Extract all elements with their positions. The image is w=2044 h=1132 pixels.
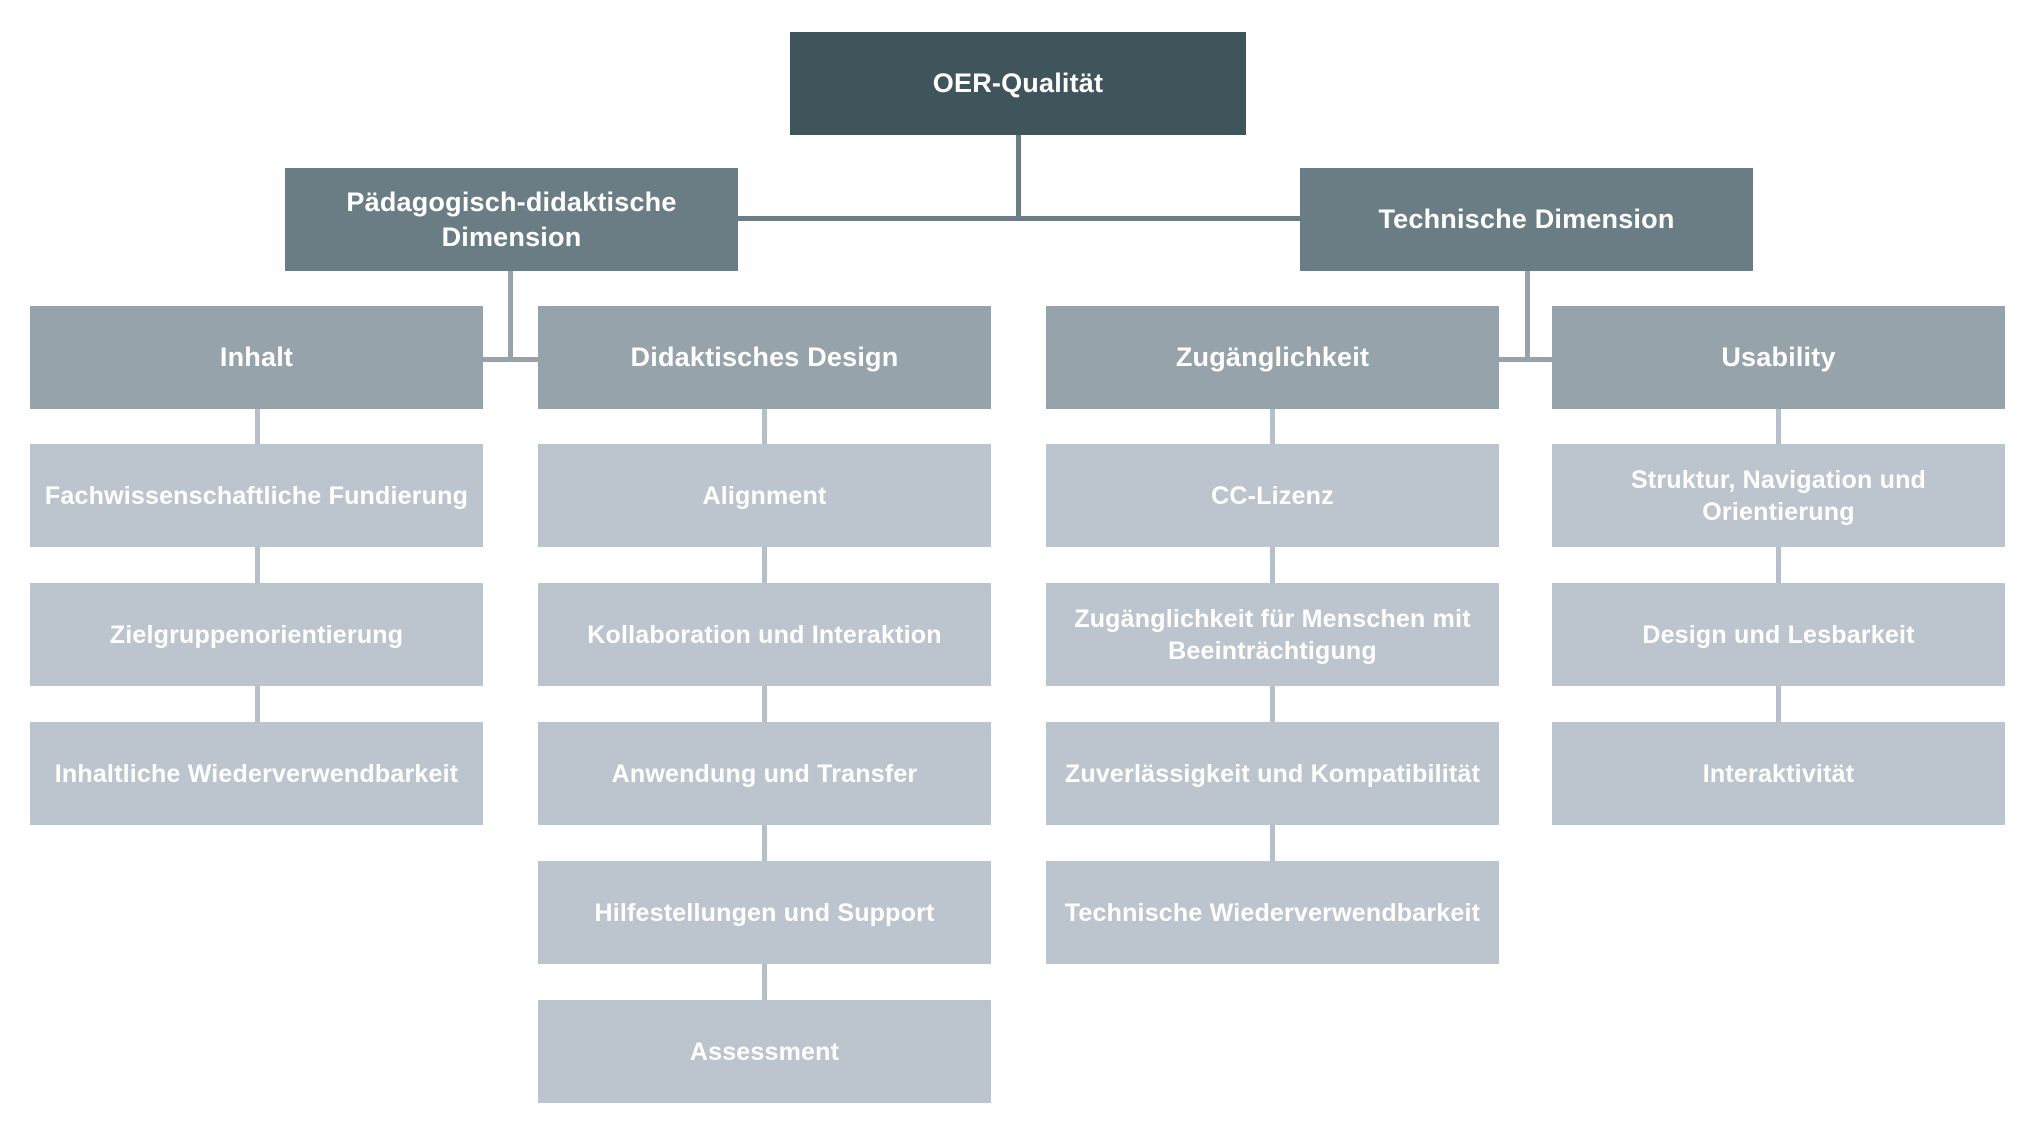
connector-usa-3: [1776, 685, 1781, 723]
connector-zug-4: [1270, 824, 1275, 862]
node-inhalt[interactable]: Inhalt: [30, 306, 483, 409]
leaf-zugaenglichkeit-fuer-menschen-mit-beeintraechtigung[interactable]: Zugänglichkeit für Menschen mit Beeinträ…: [1046, 583, 1499, 686]
connector-dd-1: [762, 407, 767, 445]
connector-zug-3: [1270, 685, 1275, 723]
node-usability[interactable]: Usability: [1552, 306, 2005, 409]
connector-dd-2: [762, 546, 767, 584]
leaf-interaktivitaet[interactable]: Interaktivität: [1552, 722, 2005, 825]
node-technische-dimension[interactable]: Technische Dimension: [1300, 168, 1753, 271]
leaf-anwendung-und-transfer[interactable]: Anwendung und Transfer: [538, 722, 991, 825]
connector-zug-1: [1270, 407, 1275, 445]
leaf-inhaltliche-wiederverwendbarkeit[interactable]: Inhaltliche Wiederverwendbarkeit: [30, 722, 483, 825]
connector-inhalt-3: [255, 685, 260, 723]
connector-usa-2: [1776, 546, 1781, 584]
node-zugaenglichkeit[interactable]: Zugänglichkeit: [1046, 306, 1499, 409]
connector-root-vertical: [1016, 135, 1021, 220]
connector-inhalt-1: [255, 407, 260, 445]
leaf-zuverlaessigkeit-und-kompatibilitaet[interactable]: Zuverlässigkeit und Kompatibilität: [1046, 722, 1499, 825]
leaf-zielgruppenorientierung[interactable]: Zielgruppenorientierung: [30, 583, 483, 686]
connector-root-horizontal: [736, 216, 1302, 221]
connector-dd-5: [762, 963, 767, 1001]
node-didaktisches-design[interactable]: Didaktisches Design: [538, 306, 991, 409]
connector-zug-2: [1270, 546, 1275, 584]
connector-paed-horizontal: [481, 357, 541, 362]
connector-tech-vertical: [1525, 270, 1530, 362]
connector-paed-vertical: [508, 270, 513, 362]
node-oer-qualitaet[interactable]: OER-Qualität: [790, 32, 1246, 135]
connector-dd-3: [762, 685, 767, 723]
leaf-kollaboration-und-interaktion[interactable]: Kollaboration und Interaktion: [538, 583, 991, 686]
leaf-technische-wiederverwendbarkeit[interactable]: Technische Wiederverwendbarkeit: [1046, 861, 1499, 964]
leaf-design-und-lesbarkeit[interactable]: Design und Lesbarkeit: [1552, 583, 2005, 686]
node-paedagogisch-didaktische-dimension[interactable]: Pädagogisch-didaktische Dimension: [285, 168, 738, 271]
leaf-hilfestellungen-und-support[interactable]: Hilfestellungen und Support: [538, 861, 991, 964]
connector-dd-4: [762, 824, 767, 862]
leaf-struktur-navigation-und-orientierung[interactable]: Struktur, Navigation und Orientierung: [1552, 444, 2005, 547]
connector-usa-1: [1776, 407, 1781, 445]
leaf-assessment[interactable]: Assessment: [538, 1000, 991, 1103]
leaf-fachwissenschaftliche-fundierung[interactable]: Fachwissenschaftliche Fundierung: [30, 444, 483, 547]
leaf-cc-lizenz[interactable]: CC-Lizenz: [1046, 444, 1499, 547]
connector-inhalt-2: [255, 546, 260, 584]
leaf-alignment[interactable]: Alignment: [538, 444, 991, 547]
connector-tech-horizontal: [1496, 357, 1556, 362]
